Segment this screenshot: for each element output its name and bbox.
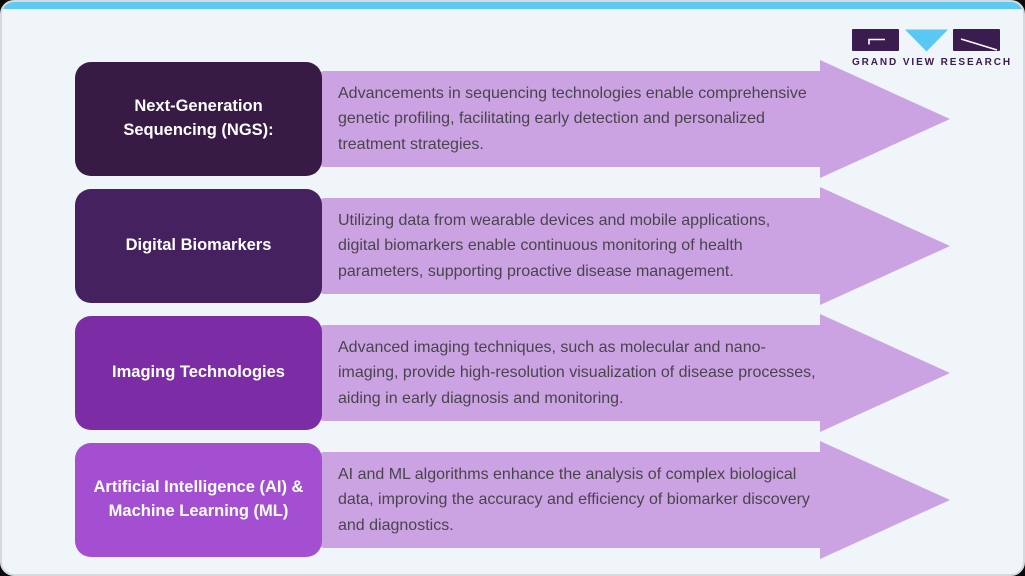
- top-accent-bar: [2, 2, 1023, 9]
- category-label: Digital Biomarkers: [75, 189, 322, 303]
- biomarker-row: Utilizing data from wearable devices and…: [2, 187, 1023, 305]
- category-label: Artificial Intelligence (AI) & Machine L…: [75, 443, 322, 557]
- category-label-text: Digital Biomarkers: [125, 236, 272, 255]
- biomarker-row: Advanced imaging techniques, such as mol…: [2, 314, 1023, 432]
- category-description: Utilizing data from wearable devices and…: [338, 211, 771, 280]
- description-arrow: Advanced imaging techniques, such as mol…: [320, 325, 820, 421]
- brand-name: GRAND VIEW RESEARCH: [852, 57, 1012, 68]
- category-label: Next-Generation Sequencing (NGS):: [75, 62, 322, 176]
- r-block-icon: [953, 29, 1000, 51]
- arrow-head-icon: [820, 187, 950, 305]
- gvr-logo-mark: [852, 29, 1000, 52]
- description-arrow: Advancements in sequencing technologies …: [320, 71, 820, 167]
- category-description: Advancements in sequencing technologies …: [338, 84, 807, 153]
- biomarker-row: AI and ML algorithms enhance the analysi…: [2, 441, 1023, 559]
- arrow-head-icon: [820, 314, 950, 432]
- description-arrow: AI and ML algorithms enhance the analysi…: [320, 452, 820, 548]
- biomarker-row: Advancements in sequencing technologies …: [2, 60, 1023, 178]
- category-label-text: Next-Generation Sequencing (NGS):: [123, 97, 274, 139]
- gvr-logo: GRAND VIEW RESEARCH: [852, 29, 1012, 68]
- category-label-text: Artificial Intelligence (AI) & Machine L…: [93, 478, 304, 520]
- description-arrow: Utilizing data from wearable devices and…: [320, 198, 820, 294]
- category-description: Advanced imaging techniques, such as mol…: [338, 338, 816, 407]
- g-glyph-icon: [868, 38, 885, 45]
- arrow-head-icon: [820, 441, 950, 559]
- r-glyph-icon: [960, 38, 998, 51]
- category-description: AI and ML algorithms enhance the analysi…: [338, 465, 810, 534]
- rows-container: Advancements in sequencing technologies …: [2, 60, 1023, 570]
- arrow-head-icon: [820, 60, 950, 178]
- category-label: Imaging Technologies: [75, 316, 322, 430]
- category-label-text: Imaging Technologies: [112, 363, 285, 382]
- v-triangle-icon: [905, 29, 948, 52]
